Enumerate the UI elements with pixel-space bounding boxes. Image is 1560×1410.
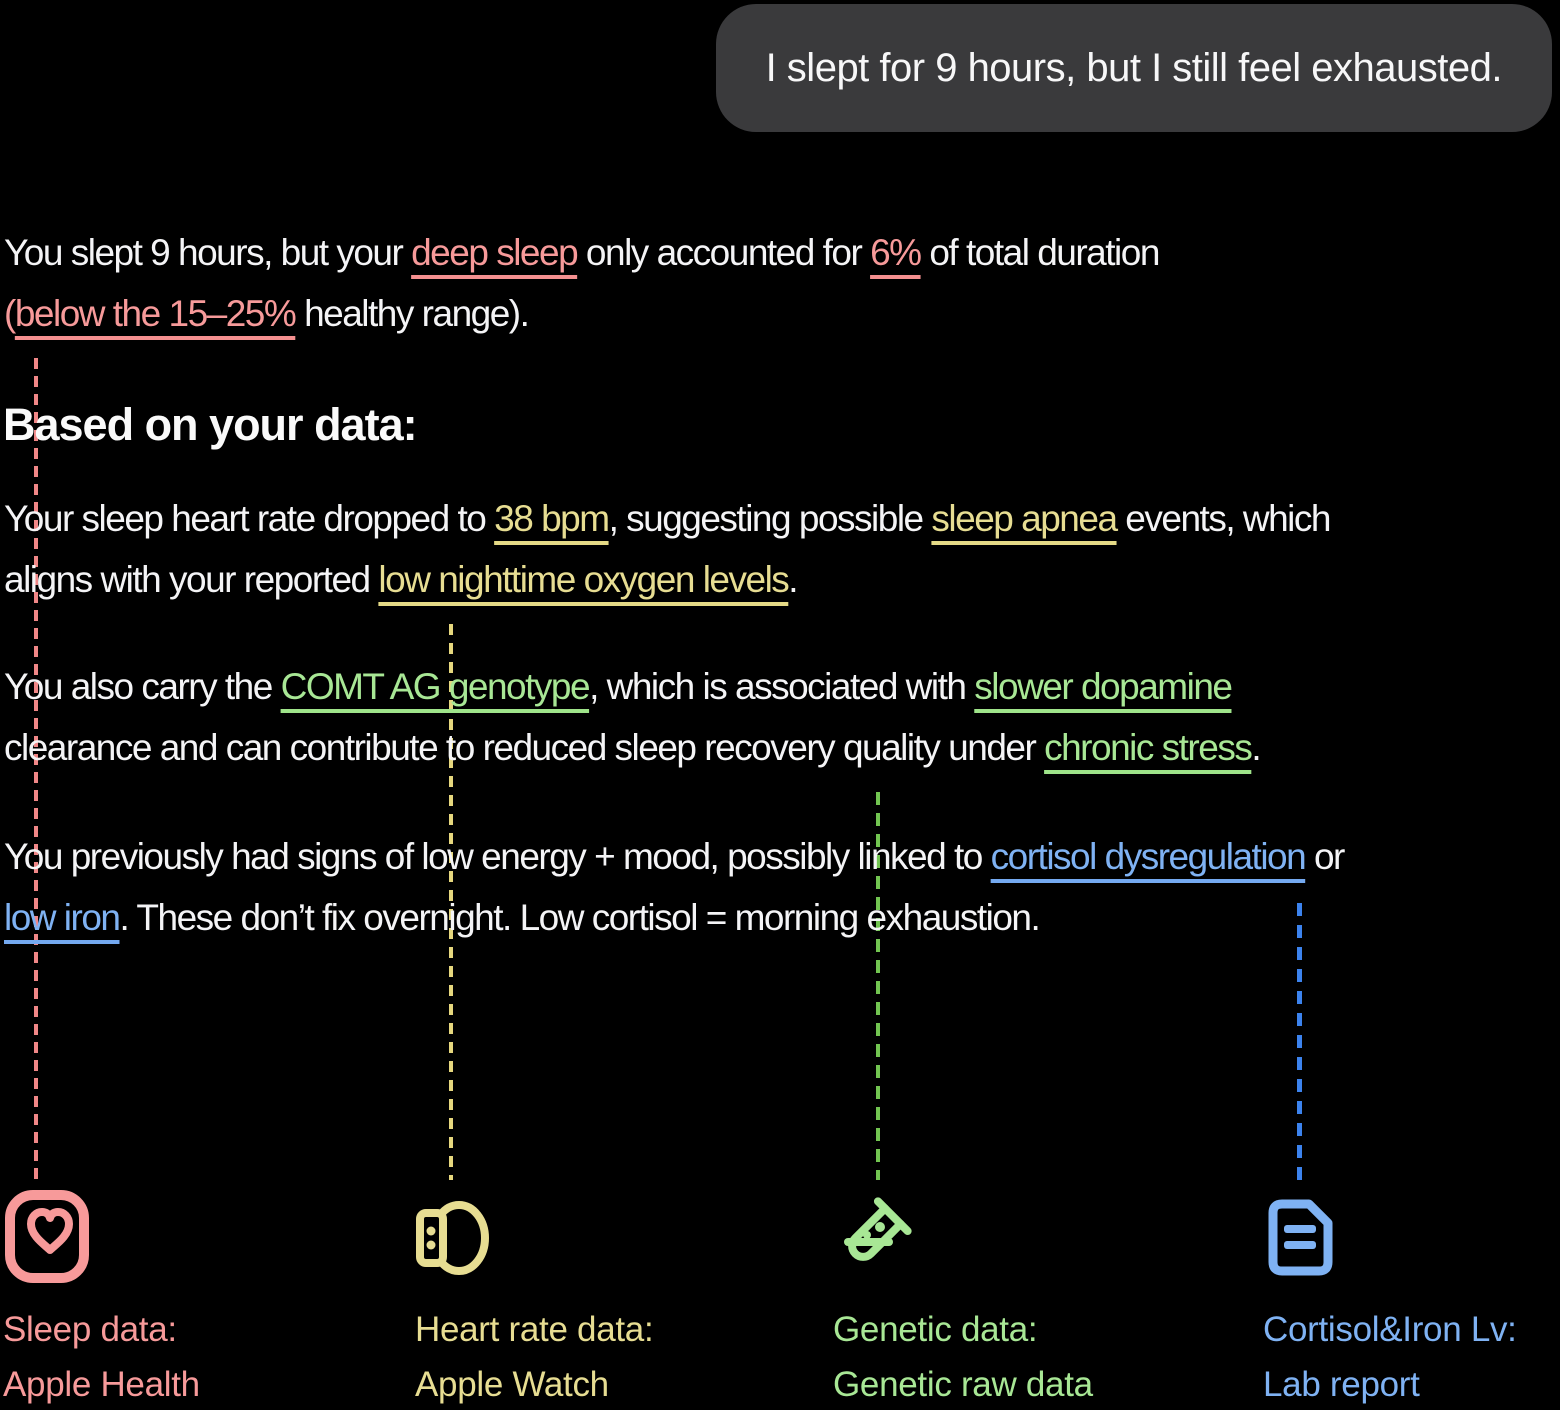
link-comt-genotype[interactable]: COMT AG genotype <box>280 666 591 707</box>
link-chronic-stress[interactable]: chronic stress <box>1044 727 1253 768</box>
link-sleep-apnea[interactable]: sleep apnea <box>931 498 1118 539</box>
source-label-line2: Apple Watch <box>415 1365 609 1404</box>
text-segment: events, which <box>1116 498 1331 539</box>
text-segment: clearance and can contribute to reduced … <box>4 727 1045 768</box>
source-label-heart-rate: Heart rate data: Apple Watch <box>415 1302 654 1410</box>
text-segment: You also carry the <box>4 666 281 707</box>
text-segment: , which is associated with <box>589 666 975 707</box>
user-message-bubble: I slept for 9 hours, but I still feel ex… <box>715 4 1552 132</box>
paragraph-genetics: You also carry the COMT AG genotype, whi… <box>4 656 1262 778</box>
text-line: Your sleep heart rate dropped to 38 bpm,… <box>4 488 1331 549</box>
link-deep-sleep-percent[interactable]: 6% <box>870 232 922 273</box>
source-label-line1: Heart rate data: <box>415 1310 654 1349</box>
text-segment: . These don’t fix overnight. Low cortiso… <box>119 897 1041 938</box>
text-segment: aligns with your reported <box>4 559 379 600</box>
connector-line-genetic <box>876 792 880 1180</box>
link-low-oxygen[interactable]: low nighttime oxygen levels <box>378 559 789 600</box>
source-label-line1: Cortisol&Iron Lv: <box>1263 1310 1517 1349</box>
link-deep-sleep[interactable]: deep sleep <box>411 232 579 273</box>
test-tube-icon[interactable] <box>836 1197 912 1276</box>
source-label-sleep: Sleep data: Apple Health <box>3 1302 200 1410</box>
apple-health-heart-icon[interactable] <box>4 1190 90 1283</box>
source-label-lab: Cortisol&Iron Lv: Lab report <box>1263 1302 1517 1410</box>
link-low-iron[interactable]: low iron <box>4 897 121 938</box>
text-segment: ( <box>4 293 16 334</box>
text-segment: You previously had signs of low energy +… <box>4 836 991 877</box>
source-label-line2: Genetic raw data <box>833 1365 1093 1404</box>
connector-line-heart-rate <box>449 624 453 1180</box>
source-label-line1: Genetic data: <box>833 1310 1038 1349</box>
text-segment: of total duration <box>920 232 1160 273</box>
text-line: (below the 15–25% healthy range). <box>4 283 1159 344</box>
text-line: You also carry the COMT AG genotype, whi… <box>4 656 1260 717</box>
text-segment: only accounted for <box>577 232 871 273</box>
text-line: You slept 9 hours, but your deep sleep o… <box>4 222 1160 283</box>
connector-line-sleep <box>34 358 38 1180</box>
lab-report-document-icon[interactable] <box>1268 1199 1334 1279</box>
connector-line-lab <box>1297 903 1302 1181</box>
text-line: aligns with your reported low nighttime … <box>4 549 1330 610</box>
text-line: You previously had signs of low energy +… <box>4 826 1345 887</box>
user-message-text: I slept for 9 hours, but I still feel ex… <box>765 46 1503 90</box>
text-segment: , suggesting possible <box>608 498 932 539</box>
text-segment: . <box>1251 727 1261 768</box>
paragraph-deep-sleep: You slept 9 hours, but your deep sleep o… <box>4 222 1160 344</box>
link-healthy-range[interactable]: below the 15–25% <box>14 293 297 334</box>
apple-watch-icon[interactable] <box>414 1200 490 1276</box>
paragraph-cortisol-iron: You previously had signs of low energy +… <box>4 826 1345 948</box>
text-segment: healthy range). <box>295 293 530 334</box>
source-label-genetic: Genetic data: Genetic raw data <box>833 1302 1093 1410</box>
text-segment: Your sleep heart rate dropped to <box>4 498 495 539</box>
section-heading: Based on your data: <box>3 399 418 450</box>
text-segment: You slept 9 hours, but your <box>4 232 412 273</box>
text-line: low iron. These don’t fix overnight. Low… <box>4 887 1344 948</box>
link-cortisol-dysregulation[interactable]: cortisol dysregulation <box>990 836 1307 877</box>
source-label-line2: Apple Health <box>3 1365 200 1404</box>
source-label-line1: Sleep data: <box>3 1310 177 1349</box>
text-segment: or <box>1305 836 1345 877</box>
link-slower-dopamine[interactable]: slower dopamine <box>974 666 1233 707</box>
text-segment: . <box>788 559 798 600</box>
link-38-bpm[interactable]: 38 bpm <box>494 498 610 539</box>
source-label-line2: Lab report <box>1263 1365 1420 1404</box>
text-line: clearance and can contribute to reduced … <box>4 717 1262 778</box>
paragraph-heart-rate: Your sleep heart rate dropped to 38 bpm,… <box>4 488 1331 610</box>
